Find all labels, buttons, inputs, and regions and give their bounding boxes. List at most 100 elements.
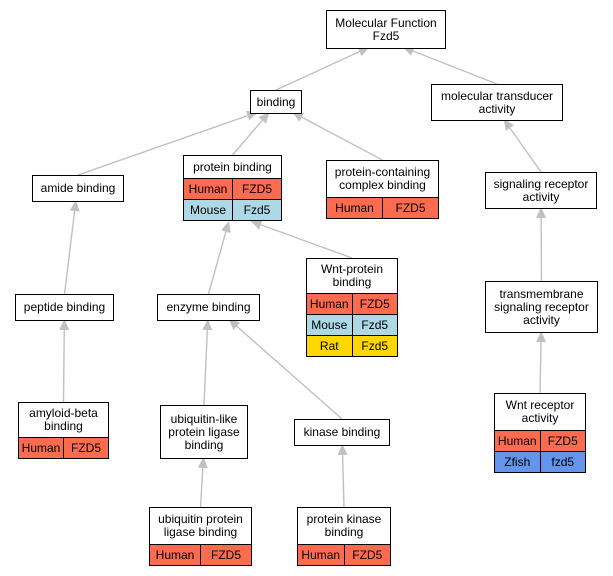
- arrowhead-icon: [202, 319, 213, 331]
- edge-line: [203, 329, 209, 406]
- node-title: peptide binding: [23, 300, 106, 314]
- edge-line: [231, 119, 263, 156]
- arrowhead-icon: [536, 331, 547, 343]
- node-enzyme-binding[interactable]: enzyme binding: [157, 294, 260, 321]
- species-label: Zfish: [495, 451, 540, 472]
- edge-line: [63, 210, 76, 295]
- node-kinase-binding[interactable]: kinase binding: [294, 419, 390, 446]
- gene-symbol: FZD5: [351, 293, 397, 315]
- edge-line: [341, 454, 345, 508]
- arrowhead-icon: [503, 119, 515, 131]
- species-label: Human: [327, 197, 383, 218]
- node-title: enzyme binding: [166, 300, 251, 314]
- node-title: Wnt receptor activity: [505, 398, 575, 425]
- node-amide-binding[interactable]: amide binding: [32, 175, 124, 202]
- node-binding[interactable]: binding: [250, 90, 302, 114]
- node-title: ubiquitin-like protein ligase binding: [168, 411, 240, 452]
- arrowhead-icon: [536, 207, 547, 219]
- edge-line: [260, 224, 353, 259]
- species-label: Rat: [307, 335, 352, 356]
- node-molecular-transducer-activity[interactable]: molecular transducer activity: [431, 84, 563, 121]
- edge-line: [236, 325, 343, 420]
- arrowhead-icon: [69, 200, 80, 212]
- arrowhead-icon: [250, 220, 263, 230]
- node-ubiquitin-like-protein-ligase-binding[interactable]: ubiquitin-like protein ligase binding: [160, 405, 248, 459]
- node-title: molecular transducer activity: [440, 88, 554, 116]
- gene-symbol: Fzd5: [351, 335, 397, 356]
- arrowhead-icon: [197, 457, 208, 469]
- node-title: transmembrane signaling receptor activit…: [494, 286, 589, 327]
- arrowhead-icon: [258, 112, 270, 124]
- node-title: protein-containing complex binding: [334, 165, 431, 192]
- species-label: Human: [19, 437, 64, 458]
- arrowhead-icon: [221, 221, 231, 233]
- edge-line: [301, 116, 383, 161]
- species-label: Human: [298, 544, 344, 565]
- arrowhead-icon: [228, 319, 241, 331]
- node-molecular-function[interactable]: Molecular Function Fzd5: [326, 10, 446, 49]
- gene-symbol: Fzd5: [351, 314, 397, 336]
- arrowhead-icon: [337, 444, 348, 456]
- edge-line: [539, 341, 542, 394]
- edge-line: [207, 231, 227, 295]
- gene-symbol: FZD5: [343, 544, 390, 565]
- node-signaling-receptor-activity[interactable]: signaling receptor activity: [485, 172, 597, 209]
- node-title: signaling receptor activity: [493, 176, 589, 204]
- gene-symbol: FZD5: [63, 437, 108, 458]
- node-title: ubiquitin protein ligase binding: [158, 512, 243, 539]
- species-label: Human: [184, 178, 233, 200]
- gene-symbol: fzd5: [539, 451, 585, 472]
- node-title: protein binding: [193, 159, 272, 174]
- species-label: Human: [150, 544, 201, 565]
- edge-line: [275, 50, 360, 91]
- node-transmembrane-signaling-receptor-activity[interactable]: transmembrane signaling receptor activit…: [485, 281, 598, 333]
- species-label: Human: [495, 430, 540, 452]
- gene-symbol: FZD5: [200, 544, 251, 565]
- edge-line: [412, 50, 498, 85]
- species-label: Mouse: [184, 199, 233, 220]
- arrowhead-icon: [291, 112, 305, 122]
- edge-line: [199, 467, 204, 508]
- edge-line: [77, 114, 248, 176]
- species-label: Mouse: [307, 314, 352, 336]
- edge-line: [509, 127, 542, 173]
- node-title: amide binding: [40, 181, 116, 195]
- arrowhead-icon: [59, 319, 70, 331]
- species-label: Human: [307, 293, 352, 315]
- node-title: Wnt-protein binding: [320, 262, 384, 289]
- node-title: amyloid-beta binding: [29, 406, 98, 433]
- node-title: Molecular Function Fzd5: [335, 15, 437, 43]
- node-title: protein kinase binding: [306, 512, 382, 539]
- gene-symbol: FZD5: [382, 197, 438, 218]
- node-peptide-binding[interactable]: peptide binding: [15, 294, 114, 321]
- arrowhead-icon: [357, 47, 370, 57]
- node-title: binding: [256, 94, 296, 109]
